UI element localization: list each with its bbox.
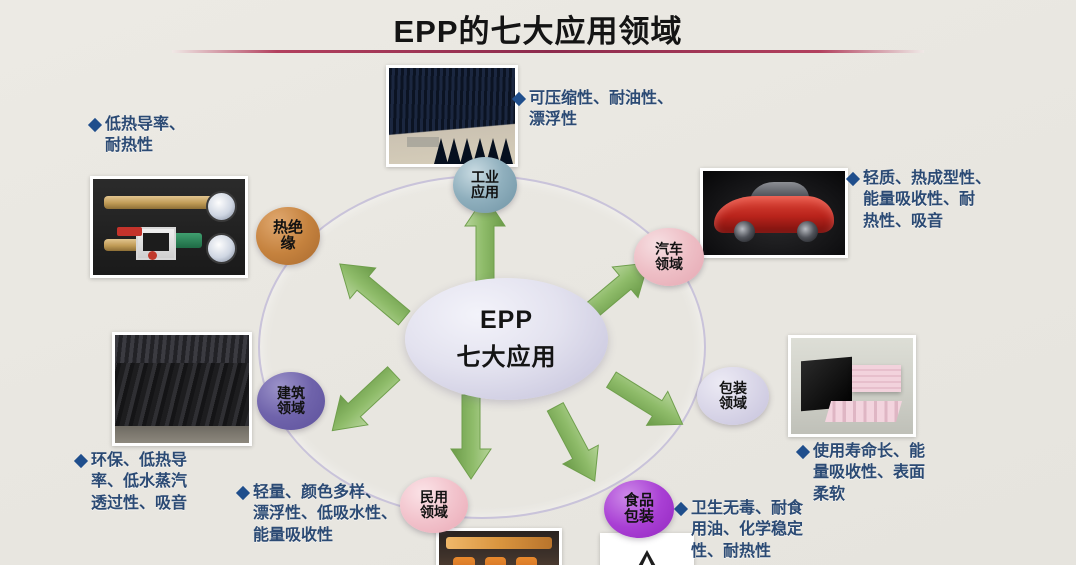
callout-food-text: 卫生无毒、耐食 用油、化学稳定 性、耐热性 [691,500,804,560]
page-title: EPP的七大应用领域 [393,14,683,49]
node-automotive[interactable]: 汽车 领域 [634,228,704,286]
callout-automotive: 轻质、热成型性、 能量吸收性、耐 热性、吸音 [845,168,1048,232]
diamond-bullet-icon [73,453,89,469]
center-label-line2: 七大应用 [456,344,557,371]
callout-thermal-text: 低热导率、 耐热性 [105,116,186,155]
callout-building: 环保、低热导 率、低水蒸汽 透过性、吸音 [73,450,246,514]
pipe-manifold-insulation-photo [90,176,248,278]
interior-furnishings-photo [436,528,562,565]
node-packaging-label-2: 领域 [719,395,747,411]
anechoic-chamber-photo [386,65,518,167]
arrow-to-thermal [326,247,419,335]
title-divider [172,50,924,53]
center-hub: EPP 七大应用 [405,278,608,400]
callout-thermal-insulation: 低热导率、 耐热性 [87,114,260,157]
center-label-line1: EPP [479,306,534,334]
node-building-label-1: 建筑 [277,385,305,402]
node-industrial-label-1: 工业 [471,169,499,186]
node-civil[interactable]: 民用 领域 [400,477,468,533]
node-food-label-2: 包装 [623,508,654,525]
callout-food-packaging: 卫生无毒、耐食 用油、化学稳定 性、耐热性 [673,498,846,562]
callout-civil-text: 轻量、颜色多样、 漂浮性、低吸水性、 能量吸收性 [253,484,398,544]
node-automotive-label-1: 汽车 [655,241,683,258]
node-building-label-2: 领域 [277,400,305,416]
node-thermal-label-1: 热绝 [272,219,303,237]
node-packaging[interactable]: 包装 领域 [697,367,769,425]
node-thermal-insulation[interactable]: 热绝 缘 [256,207,320,265]
arrow-to-food [536,397,614,492]
node-thermal-label-2: 缘 [280,235,296,252]
node-industrial[interactable]: 工业 应用 [453,157,517,213]
callout-automotive-text: 轻质、热成型性、 能量吸收性、耐 热性、吸音 [863,170,992,230]
diamond-bullet-icon [87,117,103,133]
diamond-bullet-icon [845,171,861,187]
callout-building-text: 环保、低热导 率、低水蒸汽 透过性、吸音 [91,452,188,512]
pink-foam-packaging-photo [788,335,916,437]
callout-civil: 轻量、颜色多样、 漂浮性、低吸水性、 能量吸收性 [235,482,428,546]
arrow-to-packaging [600,361,695,443]
diamond-bullet-icon [795,444,811,460]
callout-packaging-text: 使用寿命长、能 量吸收性、表面 柔软 [813,443,926,503]
node-building[interactable]: 建筑 领域 [257,372,325,430]
black-insulation-boards-photo [112,332,252,446]
node-civil-label-2: 领域 [420,504,448,520]
arrow-to-civil [449,394,493,480]
node-food-label-1: 食品 [623,492,654,510]
node-civil-label-1: 民用 [420,489,448,506]
callout-industrial-text: 可压缩性、耐油性、 漂浮性 [529,90,674,129]
node-food-packaging[interactable]: 食品 包装 [604,480,674,538]
red-car-cutaway-photo [700,168,848,258]
node-industrial-label-2: 应用 [471,184,499,200]
node-automotive-label-2: 领域 [655,256,683,272]
diamond-bullet-icon [511,91,527,107]
callout-packaging: 使用寿命长、能 量吸收性、表面 柔软 [795,441,988,505]
arrow-to-building [317,357,408,446]
node-packaging-label-1: 包装 [719,380,747,397]
food-container-photo [600,533,694,565]
callout-industrial: 可压缩性、耐油性、 漂浮性 [511,88,724,131]
diamond-bullet-icon [673,501,689,517]
